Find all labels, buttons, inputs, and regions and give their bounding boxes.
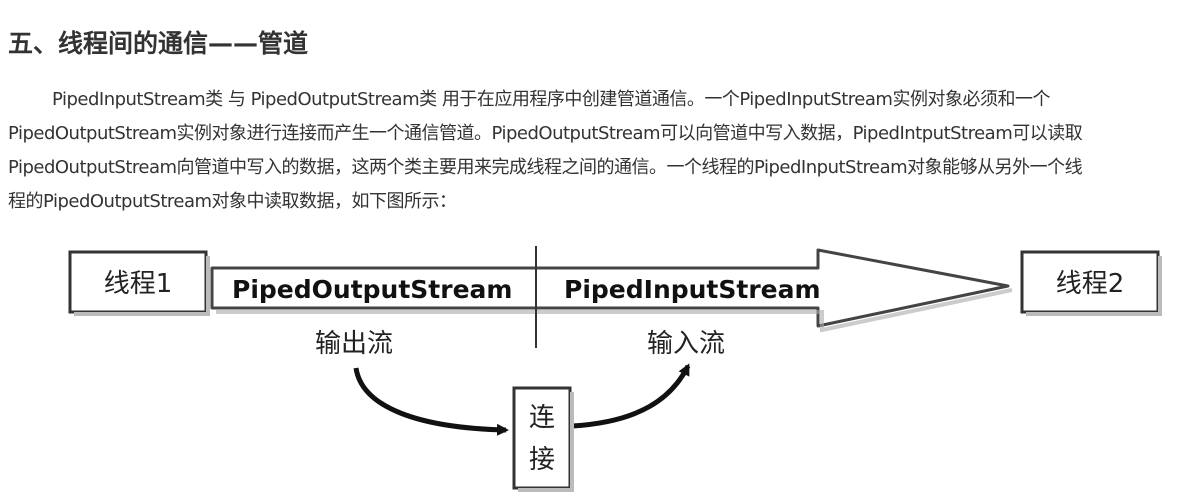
connect-char-1: 连: [529, 403, 555, 433]
paragraph-line-3: PipedOutputStream向管道中写入的数据，这两个类主要用来完成线程之…: [8, 157, 1083, 178]
thread1-box: [68, 250, 208, 314]
pipe-arrow: [210, 248, 1010, 328]
input-flow-label: 输入流: [647, 329, 725, 359]
pipe-arrow-shadow: [216, 288, 1013, 333]
section-heading: 五、线程间的通信——管道: [8, 29, 309, 58]
pipe-diagram-svg: 线程1 线程2 PipedOutputStream PipedInputStre…: [68, 246, 1162, 492]
input-stream-label: PipedInputStream: [564, 275, 821, 304]
paragraph-line-1: PipedInputStream类 与 PipedOutputStream类 用…: [52, 89, 1050, 110]
thread2-label: 线程2: [1056, 269, 1125, 299]
connect-char-2: 接: [529, 445, 555, 475]
output-to-connect-arrow: [353, 367, 509, 436]
paragraph-line-2: PipedOutputStream实例对象进行连接而产生一个通信管道。Piped…: [8, 123, 1083, 144]
pipe-diagram: 线程1 线程2 PipedOutputStream PipedInputStre…: [0, 228, 1204, 504]
output-flow-label: 输出流: [315, 329, 393, 359]
intro-paragraph: PipedInputStream类 与 PipedOutputStream类 用…: [8, 83, 1204, 219]
paragraph-line-4: 程的PipedOutputStream对象中读取数据，如下图所示：: [8, 191, 457, 212]
connect-to-input-arrow: [571, 363, 691, 429]
thread1-label: 线程1: [104, 269, 173, 299]
output-stream-label: PipedOutputStream: [232, 275, 512, 304]
